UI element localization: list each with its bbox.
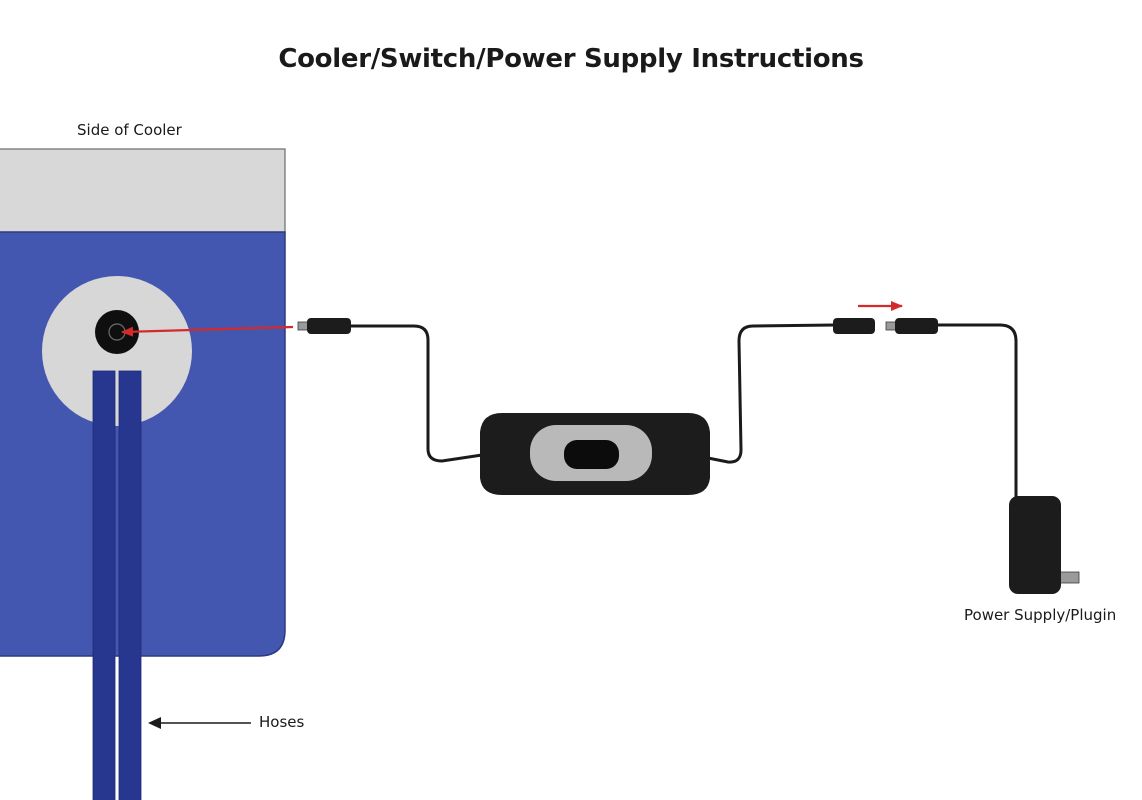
cable-cooler-to-switch	[350, 324, 483, 463]
power-plug-tip	[885, 321, 897, 331]
cooler-lid	[0, 148, 286, 234]
side-of-cooler-label: Side of Cooler	[77, 121, 182, 139]
power-plug-body	[895, 318, 938, 334]
diagram-title: Cooler/Switch/Power Supply Instructions	[278, 44, 864, 74]
power-supply-plug	[885, 318, 938, 334]
hose-right	[118, 370, 142, 800]
switch-rocker	[564, 440, 619, 469]
cooler-plug-body	[307, 318, 351, 334]
hose-left	[92, 370, 116, 800]
inline-female-connector	[833, 318, 875, 334]
power-supply-brick	[1009, 496, 1061, 594]
cooler-plug-tip	[297, 321, 309, 331]
cable-to-power-supply	[938, 323, 1018, 500]
cable-switch-to-connector	[707, 323, 836, 464]
power-supply-label: Power Supply/Plugin	[964, 606, 1117, 624]
hoses-arrowhead	[148, 717, 161, 729]
power-supply-prong	[1057, 571, 1080, 584]
cooler-side	[0, 148, 286, 657]
power-supply	[1009, 496, 1080, 594]
inline-switch	[480, 413, 710, 495]
hoses	[92, 370, 142, 800]
power-port	[95, 310, 139, 354]
hoses-label: Hoses	[259, 713, 305, 731]
plug-in-arrow	[121, 325, 294, 337]
cooler-plug	[297, 318, 351, 334]
